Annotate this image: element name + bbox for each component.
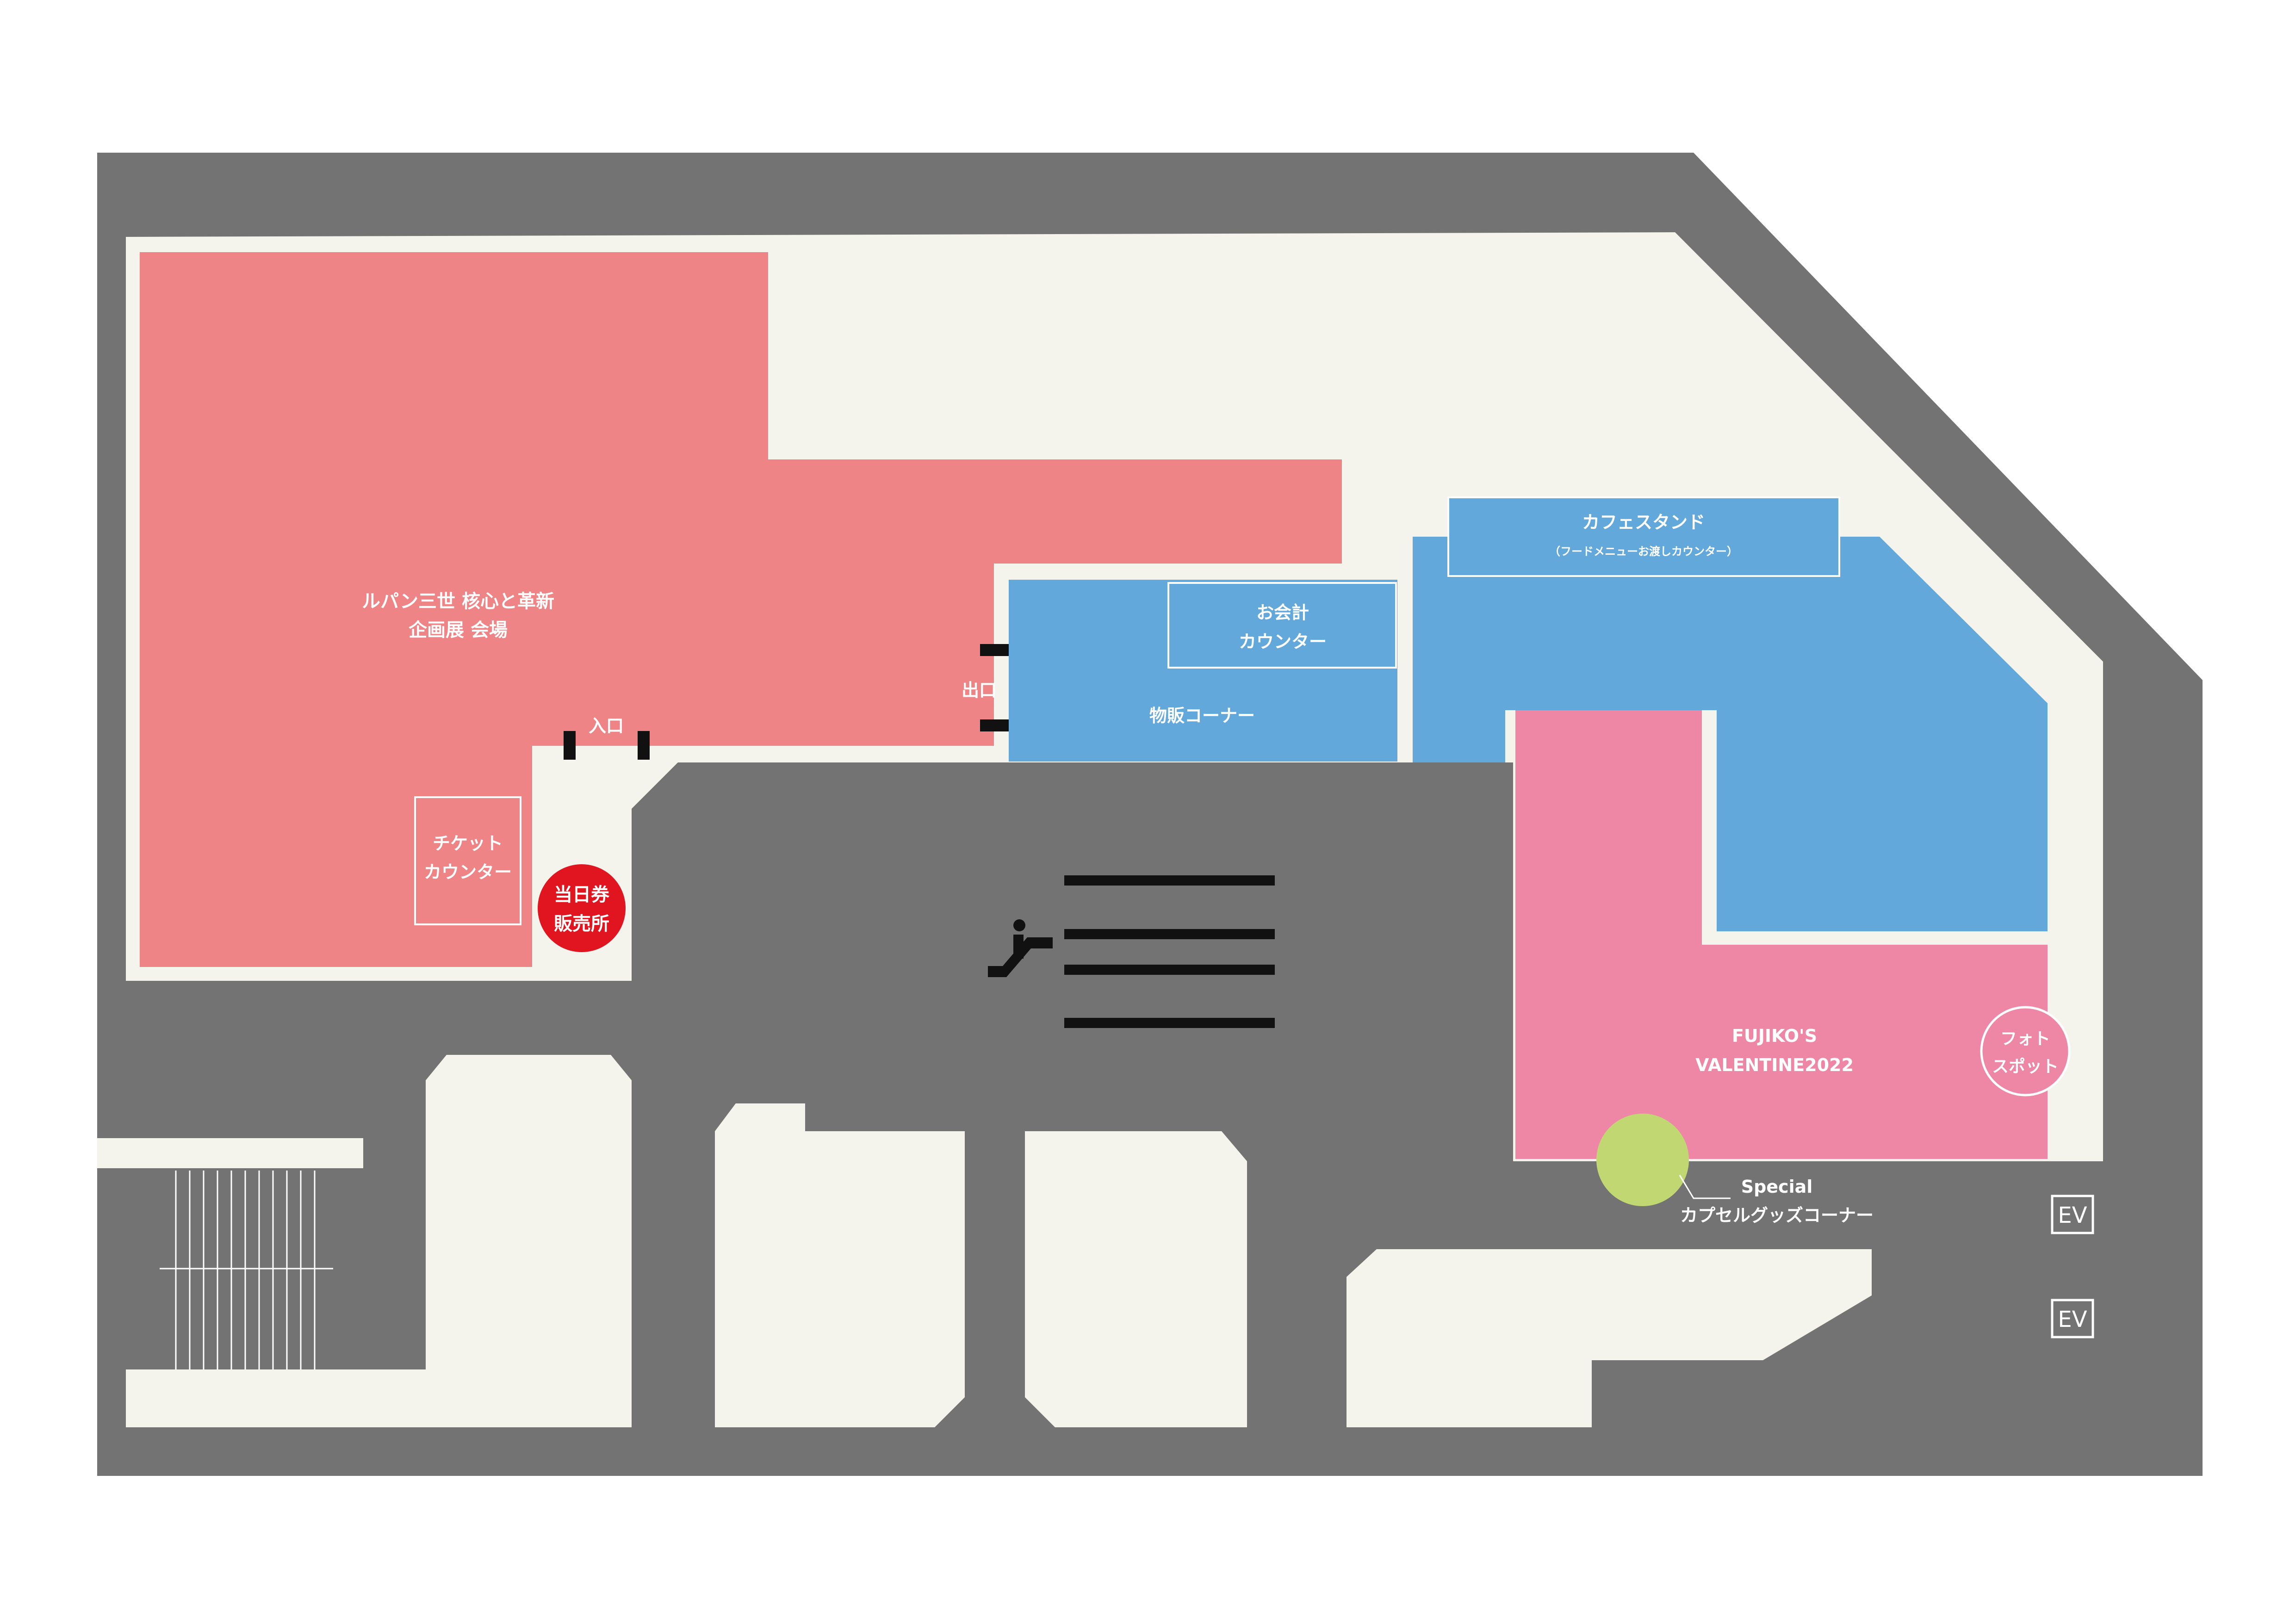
ticket-counter <box>414 796 521 925</box>
exit-label: 出口 <box>962 680 997 700</box>
photo-spot <box>1980 1006 2071 1096</box>
exhibition-title-line1: ルパン三世 核心と革新 <box>362 591 554 612</box>
corridor-main <box>632 762 1513 1161</box>
photo-spot-line2: スポット <box>1992 1057 2059 1076</box>
cafe-area <box>1413 537 2048 931</box>
cafe-title: カフェスタンド <box>1582 512 1705 533</box>
same-day-ticket-booth <box>538 864 626 952</box>
ticket-counter-line2: カウンター <box>424 862 512 882</box>
valentine-line2: VALENTINE2022 <box>1695 1055 1854 1075</box>
stair-block <box>97 1138 363 1168</box>
entrance-gate-right <box>638 731 650 760</box>
cafe-stand-counter <box>1447 496 1840 577</box>
valentine-line1: FUJIKO'S <box>1732 1026 1817 1046</box>
same-day-ticket-line1: 当日券 <box>554 884 610 905</box>
ticket-counter-line1: チケット <box>433 833 503 854</box>
photo-spot-line1: フォト <box>2000 1029 2050 1048</box>
cafe-subtitle: （フードメニューお渡しカウンター） <box>1549 545 1738 558</box>
exhibition-title-line2: 企画展 会場 <box>409 619 508 641</box>
entrance-gate-left <box>564 731 576 760</box>
special-leader-line <box>1679 1175 1731 1199</box>
lower-block-2 <box>715 1103 965 1427</box>
entrance-label: 入口 <box>589 716 624 736</box>
valentine-area <box>1515 710 2048 1159</box>
special-corner-line2: カプセルグッズコーナー <box>1680 1205 1874 1226</box>
lower-block-4 <box>1347 1249 1872 1427</box>
lower-block-3 <box>1025 1131 1247 1427</box>
special-corner <box>1596 1114 1689 1206</box>
exit-gate-bottom <box>980 719 1009 731</box>
elevator-2-box <box>2051 1299 2094 1338</box>
exhibition-area <box>140 252 1342 967</box>
special-corner-line1: Special <box>1741 1177 1813 1197</box>
elevator-2-label: EV <box>2058 1307 2087 1332</box>
shop-label: 物販コーナー <box>1149 706 1255 726</box>
lower-block-1 <box>126 1055 632 1427</box>
stairs <box>160 1171 333 1369</box>
elevator-1-label: EV <box>2058 1202 2087 1228</box>
escalator <box>1064 875 1275 1028</box>
same-day-ticket-line2: 販売所 <box>554 913 609 935</box>
corridor-inlet <box>588 981 632 985</box>
shop-area <box>1009 580 1397 762</box>
checkout-line2: カウンター <box>1239 632 1327 652</box>
elevator-1-box <box>2051 1195 2094 1234</box>
checkout-counter <box>1167 582 1397 669</box>
checkout-line1: お会計 <box>1256 602 1309 623</box>
escalator-icon <box>988 919 1053 977</box>
exit-gate-top <box>980 644 1009 656</box>
